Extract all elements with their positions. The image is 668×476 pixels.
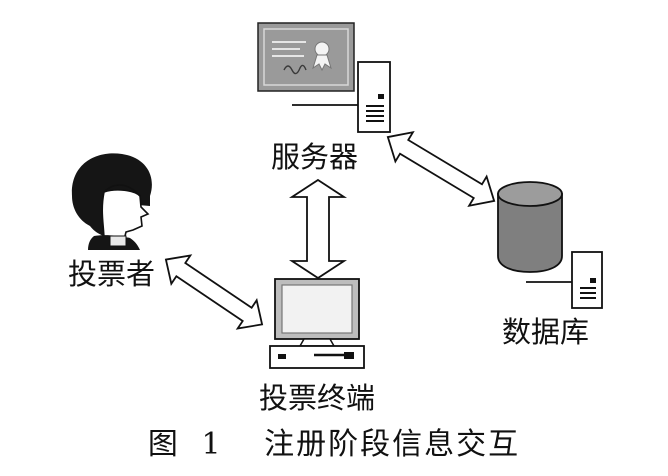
voter-terminal-arrow xyxy=(164,254,264,330)
terminal-label: 投票终端 xyxy=(259,381,376,415)
server-tower-icon xyxy=(292,61,391,133)
voter-label: 投票者 xyxy=(68,257,156,291)
person-head-icon xyxy=(71,153,152,250)
database-server-tower-icon xyxy=(526,251,603,309)
server-label: 服务器 xyxy=(271,140,359,174)
monitor-icon xyxy=(274,278,360,347)
caption-prefix: 图 xyxy=(147,427,180,462)
desktop-computer-icon xyxy=(269,278,365,369)
figure-caption: 图 1 注册阶段信息交互 xyxy=(0,430,668,460)
server-with-certificate-icon xyxy=(257,22,391,133)
caption-title: 注册阶段信息交互 xyxy=(264,427,521,462)
database-cylinder-icon xyxy=(497,181,603,309)
system-unit-icon xyxy=(269,345,365,369)
caption-number: 1 xyxy=(201,427,223,462)
database-label: 数据库 xyxy=(502,315,590,349)
server-terminal-arrow xyxy=(288,178,348,280)
certificate-icon xyxy=(257,22,355,92)
server-database-arrow xyxy=(386,131,496,207)
